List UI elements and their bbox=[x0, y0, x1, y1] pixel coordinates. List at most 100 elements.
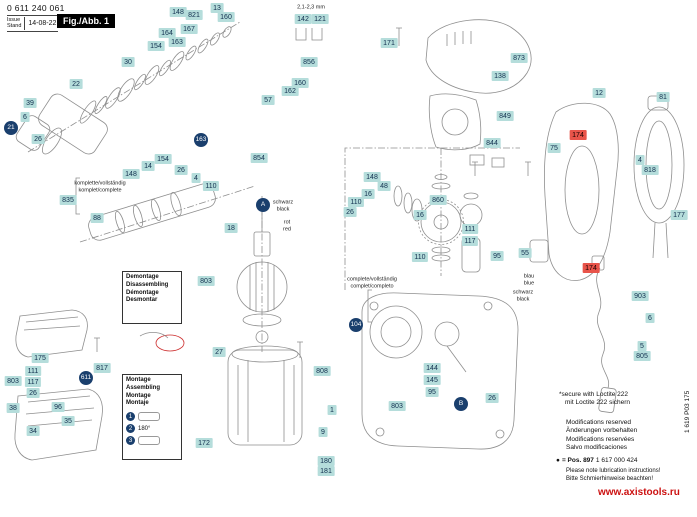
part-callout-803: 803 bbox=[388, 401, 406, 411]
part-callout-81: 81 bbox=[656, 92, 670, 102]
part-callout-6: 6 bbox=[645, 313, 655, 323]
part-callout-96: 96 bbox=[51, 402, 65, 412]
part-callout-145: 145 bbox=[423, 375, 441, 385]
legend-line: Montage bbox=[126, 377, 151, 383]
part-callout-844: 844 bbox=[483, 138, 501, 148]
part-callout-854: 854 bbox=[250, 153, 268, 163]
legend-line: Disassembling bbox=[126, 281, 169, 288]
website-watermark[interactable]: www.axistools.ru bbox=[598, 487, 680, 498]
part-callout-26: 26 bbox=[31, 134, 45, 144]
part-callout-13: 13 bbox=[210, 3, 224, 13]
part-callout-111: 111 bbox=[25, 366, 41, 376]
part-callout-18: 18 bbox=[224, 223, 238, 233]
part-callout-138: 138 bbox=[491, 71, 509, 81]
loctite-note: *secure with Loctite 222 mit Loctite 222… bbox=[559, 391, 630, 408]
pos-reference-line: ● = Pos. 897 1 617 000 424 bbox=[556, 457, 638, 465]
part-callout-181: 181 bbox=[317, 466, 335, 476]
part-callout-27: 27 bbox=[212, 347, 226, 357]
ref-marker-21: 21 bbox=[4, 121, 18, 135]
part-callout-5: 5 bbox=[637, 341, 647, 351]
part-callout-35: 35 bbox=[61, 416, 75, 426]
part-callout-111: 111 bbox=[462, 224, 478, 234]
part-callout-174: 174 bbox=[569, 130, 587, 140]
legend-line: Änderungen vorbehalten bbox=[566, 427, 638, 435]
legend-line: Montaje bbox=[126, 400, 149, 407]
part-callout-4: 4 bbox=[191, 173, 201, 183]
ref-marker-A: A bbox=[256, 198, 270, 212]
part-callout-121: 121 bbox=[311, 14, 329, 24]
part-callout-818: 818 bbox=[641, 165, 659, 175]
part-callout-174: 174 bbox=[582, 263, 600, 273]
part-callout-172: 172 bbox=[195, 438, 213, 448]
part-callout-835: 835 bbox=[59, 195, 77, 205]
part-callout-856: 856 bbox=[300, 57, 318, 67]
lubrication-note-en: Please note lubrication instructions! bbox=[566, 468, 661, 474]
part-callout-167: 167 bbox=[180, 24, 198, 34]
part-callout-39: 39 bbox=[23, 98, 37, 108]
part-callout-175: 175 bbox=[31, 353, 49, 363]
part-callout-75: 75 bbox=[547, 143, 561, 153]
step-number-marker: 3 bbox=[126, 436, 135, 446]
part-callout-117: 117 bbox=[24, 377, 42, 387]
assembly-step-3: 3 bbox=[126, 436, 178, 446]
part-callout-57: 57 bbox=[261, 95, 275, 105]
part-callout-1: 1 bbox=[327, 405, 337, 415]
part-callout-849: 849 bbox=[496, 111, 514, 121]
part-callout-16: 16 bbox=[361, 189, 375, 199]
step-illustration bbox=[138, 412, 160, 422]
ref-marker-611: 611 bbox=[79, 371, 93, 385]
part-callout-16: 16 bbox=[413, 210, 427, 220]
figure-label: Fig./Abb. 1 bbox=[57, 14, 115, 28]
assembly-step-1: 1 bbox=[126, 412, 178, 422]
legend-line: Démontage bbox=[126, 289, 159, 296]
part-callout-110: 110 bbox=[202, 181, 220, 191]
step-illustration bbox=[138, 436, 160, 446]
issue-stand-block: Issue Stand 14-08-22 bbox=[7, 15, 59, 32]
pos-number: 1 617 000 424 bbox=[595, 457, 638, 464]
part-callout-803: 803 bbox=[197, 276, 215, 286]
part-callout-821: 821 bbox=[185, 10, 203, 20]
part-callout-26: 26 bbox=[174, 165, 188, 175]
part-callout-22: 22 bbox=[69, 79, 83, 89]
part-callout-148: 148 bbox=[363, 172, 381, 182]
part-callout-14: 14 bbox=[141, 161, 155, 171]
legend-line: Salvo modificaciones bbox=[566, 444, 628, 452]
part-callout-171: 171 bbox=[380, 38, 398, 48]
issue-date: 14-08-22 bbox=[28, 19, 57, 27]
part-callout-160: 160 bbox=[291, 78, 309, 88]
legend-line: Montage bbox=[126, 392, 151, 399]
part-callout-88: 88 bbox=[90, 213, 104, 223]
pos-label: = Pos. 897 bbox=[561, 457, 594, 464]
legend-line: Modifications reserved bbox=[566, 419, 632, 426]
legend-line: Desmontar bbox=[126, 297, 158, 304]
ref-marker-B: B bbox=[454, 397, 468, 411]
device-type-number: 0 611 240 061 bbox=[7, 3, 65, 13]
ref-marker-104: 104 bbox=[349, 318, 363, 332]
part-callout-38: 38 bbox=[6, 403, 20, 413]
part-callout-164: 164 bbox=[158, 28, 176, 38]
part-callout-180: 180 bbox=[317, 456, 335, 466]
part-callout-803: 803 bbox=[4, 376, 22, 386]
legend-line: Modifications reservées bbox=[566, 435, 635, 443]
step-number-marker: 2 bbox=[126, 424, 135, 434]
part-callout-117: 117 bbox=[461, 236, 479, 246]
part-callout-6: 6 bbox=[20, 112, 30, 122]
part-callout-860: 860 bbox=[429, 195, 447, 205]
step-number-marker: 1 bbox=[126, 412, 135, 422]
lubrication-note-de: Bitte Schmierhinweise beachten! bbox=[566, 476, 654, 482]
part-callout-26: 26 bbox=[26, 388, 40, 398]
legend-line: Demontage bbox=[126, 274, 159, 280]
part-callout-808: 808 bbox=[313, 366, 331, 376]
part-callout-4: 4 bbox=[635, 155, 645, 165]
part-callout-903: 903 bbox=[631, 291, 649, 301]
